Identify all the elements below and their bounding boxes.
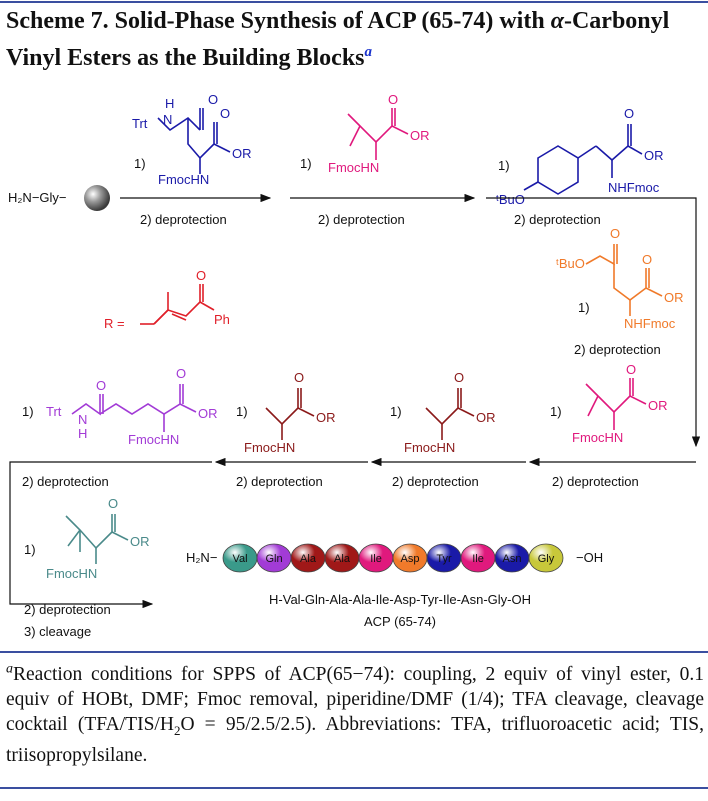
deprotection-label: 2) deprotection bbox=[552, 474, 639, 489]
nhfmoc-label: NHFmoc bbox=[608, 180, 660, 195]
peptide-residue-label: Asp bbox=[401, 553, 420, 565]
cleavage-label: 3) cleavage bbox=[24, 624, 91, 639]
step-1-label: 1) bbox=[390, 404, 402, 419]
or-label: OR bbox=[664, 290, 684, 305]
gln-building-block bbox=[71, 384, 197, 432]
r-equals-label: R = bbox=[104, 316, 125, 331]
scheme-title: Scheme 7. Solid-Phase Synthesis of ACP (… bbox=[6, 8, 670, 71]
peptide-residue-label: Ala bbox=[334, 553, 351, 565]
ala-building-block bbox=[265, 388, 315, 440]
resin-start-label: H₂N−Gly− bbox=[8, 190, 67, 205]
step-1-label: 1) bbox=[578, 300, 590, 315]
reaction-arrow bbox=[9, 461, 212, 609]
step-1-label: 1) bbox=[24, 542, 36, 557]
fmochn-label: FmocHN bbox=[328, 160, 379, 175]
peptide-residue-bead bbox=[528, 543, 564, 573]
o-label: O bbox=[96, 378, 106, 393]
o-label: O bbox=[626, 362, 636, 377]
fmochn-label: FmocHN bbox=[572, 430, 623, 445]
or-label: OR bbox=[476, 410, 496, 425]
o-label: O bbox=[196, 268, 206, 283]
peptide-residue-label: Tyr bbox=[436, 553, 452, 565]
peptide-residue-label: Ala bbox=[300, 553, 317, 565]
o-label: O bbox=[108, 496, 118, 511]
synthesis-scheme: H₂N−Gly− Trt H N O O OR FmocHN 1) 2) dep… bbox=[8, 92, 701, 639]
nhfmoc-label: NHFmoc bbox=[624, 316, 676, 331]
peptide-residue-label: Ile bbox=[472, 553, 484, 565]
step-1-label: 1) bbox=[498, 158, 510, 173]
o-label: O bbox=[454, 370, 464, 385]
deprotection-label: 2) deprotection bbox=[514, 212, 601, 227]
peptide-residue-label: Gly bbox=[538, 553, 555, 565]
deprotection-label: 2) deprotection bbox=[236, 474, 323, 489]
n-label: N bbox=[163, 112, 172, 127]
trt-label: Trt bbox=[46, 404, 62, 419]
deprotection-label: 2) deprotection bbox=[318, 212, 405, 227]
fmochn-label: FmocHN bbox=[404, 440, 455, 455]
peptide-n-terminus: H₂N− bbox=[186, 550, 217, 565]
n-label: N bbox=[78, 412, 87, 427]
peptide-name: ACP (65-74) bbox=[364, 614, 436, 629]
tbuo-label: ᵗBuO bbox=[556, 256, 585, 271]
mid-rule bbox=[0, 651, 708, 653]
or-label: OR bbox=[644, 148, 664, 163]
peptide-residue-beads: Val Gln Ala Ala Ile Asp Tyr Ile Asn Gly bbox=[222, 543, 564, 573]
footnote: aReaction conditions for SPPS of ACP(65−… bbox=[6, 661, 704, 766]
val-building-block bbox=[65, 514, 129, 564]
nh-label: H bbox=[78, 426, 87, 441]
deprotection-label: 2) deprotection bbox=[392, 474, 479, 489]
peptide-residue-label: Ile bbox=[370, 553, 382, 565]
ile-building-block bbox=[585, 378, 647, 430]
fmochn-label: FmocHN bbox=[46, 566, 97, 581]
peptide-residue-label: Val bbox=[232, 553, 247, 565]
deprotection-label: 2) deprotection bbox=[22, 474, 109, 489]
o-label: O bbox=[208, 92, 218, 107]
o-label: O bbox=[642, 252, 652, 267]
o-label: O bbox=[294, 370, 304, 385]
o-label: O bbox=[624, 106, 634, 121]
r-group-definition bbox=[140, 284, 215, 325]
ala-building-block bbox=[425, 388, 475, 440]
ile-building-block bbox=[347, 108, 409, 160]
fmochn-label: FmocHN bbox=[128, 432, 179, 447]
peptide-c-terminus: −OH bbox=[576, 550, 603, 565]
bottom-rule bbox=[0, 787, 708, 789]
or-label: OR bbox=[198, 406, 218, 421]
step-1-label: 1) bbox=[550, 404, 562, 419]
fmochn-label: FmocHN bbox=[158, 172, 209, 187]
step-1-label: 1) bbox=[134, 156, 146, 171]
o-label: O bbox=[610, 226, 620, 241]
peptide-sequence: H-Val-Gln-Ala-Ala-Ile-Asp-Tyr-Ile-Asn-Gl… bbox=[269, 592, 531, 607]
deprotection-label: 2) deprotection bbox=[24, 602, 111, 617]
tbuo-label: ᵗBuO bbox=[496, 192, 525, 207]
o-label: O bbox=[220, 106, 230, 121]
or-label: OR bbox=[410, 128, 430, 143]
step-1-label: 1) bbox=[236, 404, 248, 419]
deprotection-label: 2) deprotection bbox=[574, 342, 661, 357]
or-label: OR bbox=[648, 398, 668, 413]
nh-label: H bbox=[165, 96, 174, 111]
step-1-label: 1) bbox=[22, 404, 34, 419]
gln-building-block bbox=[157, 108, 231, 174]
reaction-arrow bbox=[486, 197, 701, 448]
or-label: OR bbox=[130, 534, 150, 549]
deprotection-label: 2) deprotection bbox=[140, 212, 227, 227]
or-label: OR bbox=[316, 410, 336, 425]
step-1-label: 1) bbox=[300, 156, 312, 171]
resin-bead bbox=[84, 185, 110, 211]
ph-label: Ph bbox=[214, 312, 230, 327]
trt-label: Trt bbox=[132, 116, 148, 131]
top-rule bbox=[0, 1, 708, 3]
or-label: OR bbox=[232, 146, 252, 161]
o-label: O bbox=[388, 92, 398, 107]
peptide-residue-label: Gln bbox=[265, 553, 282, 565]
o-label: O bbox=[176, 366, 186, 381]
peptide-residue-label: Asn bbox=[503, 553, 522, 565]
fmochn-label: FmocHN bbox=[244, 440, 295, 455]
tyr-building-block bbox=[523, 124, 643, 195]
asp-building-block bbox=[585, 244, 663, 316]
